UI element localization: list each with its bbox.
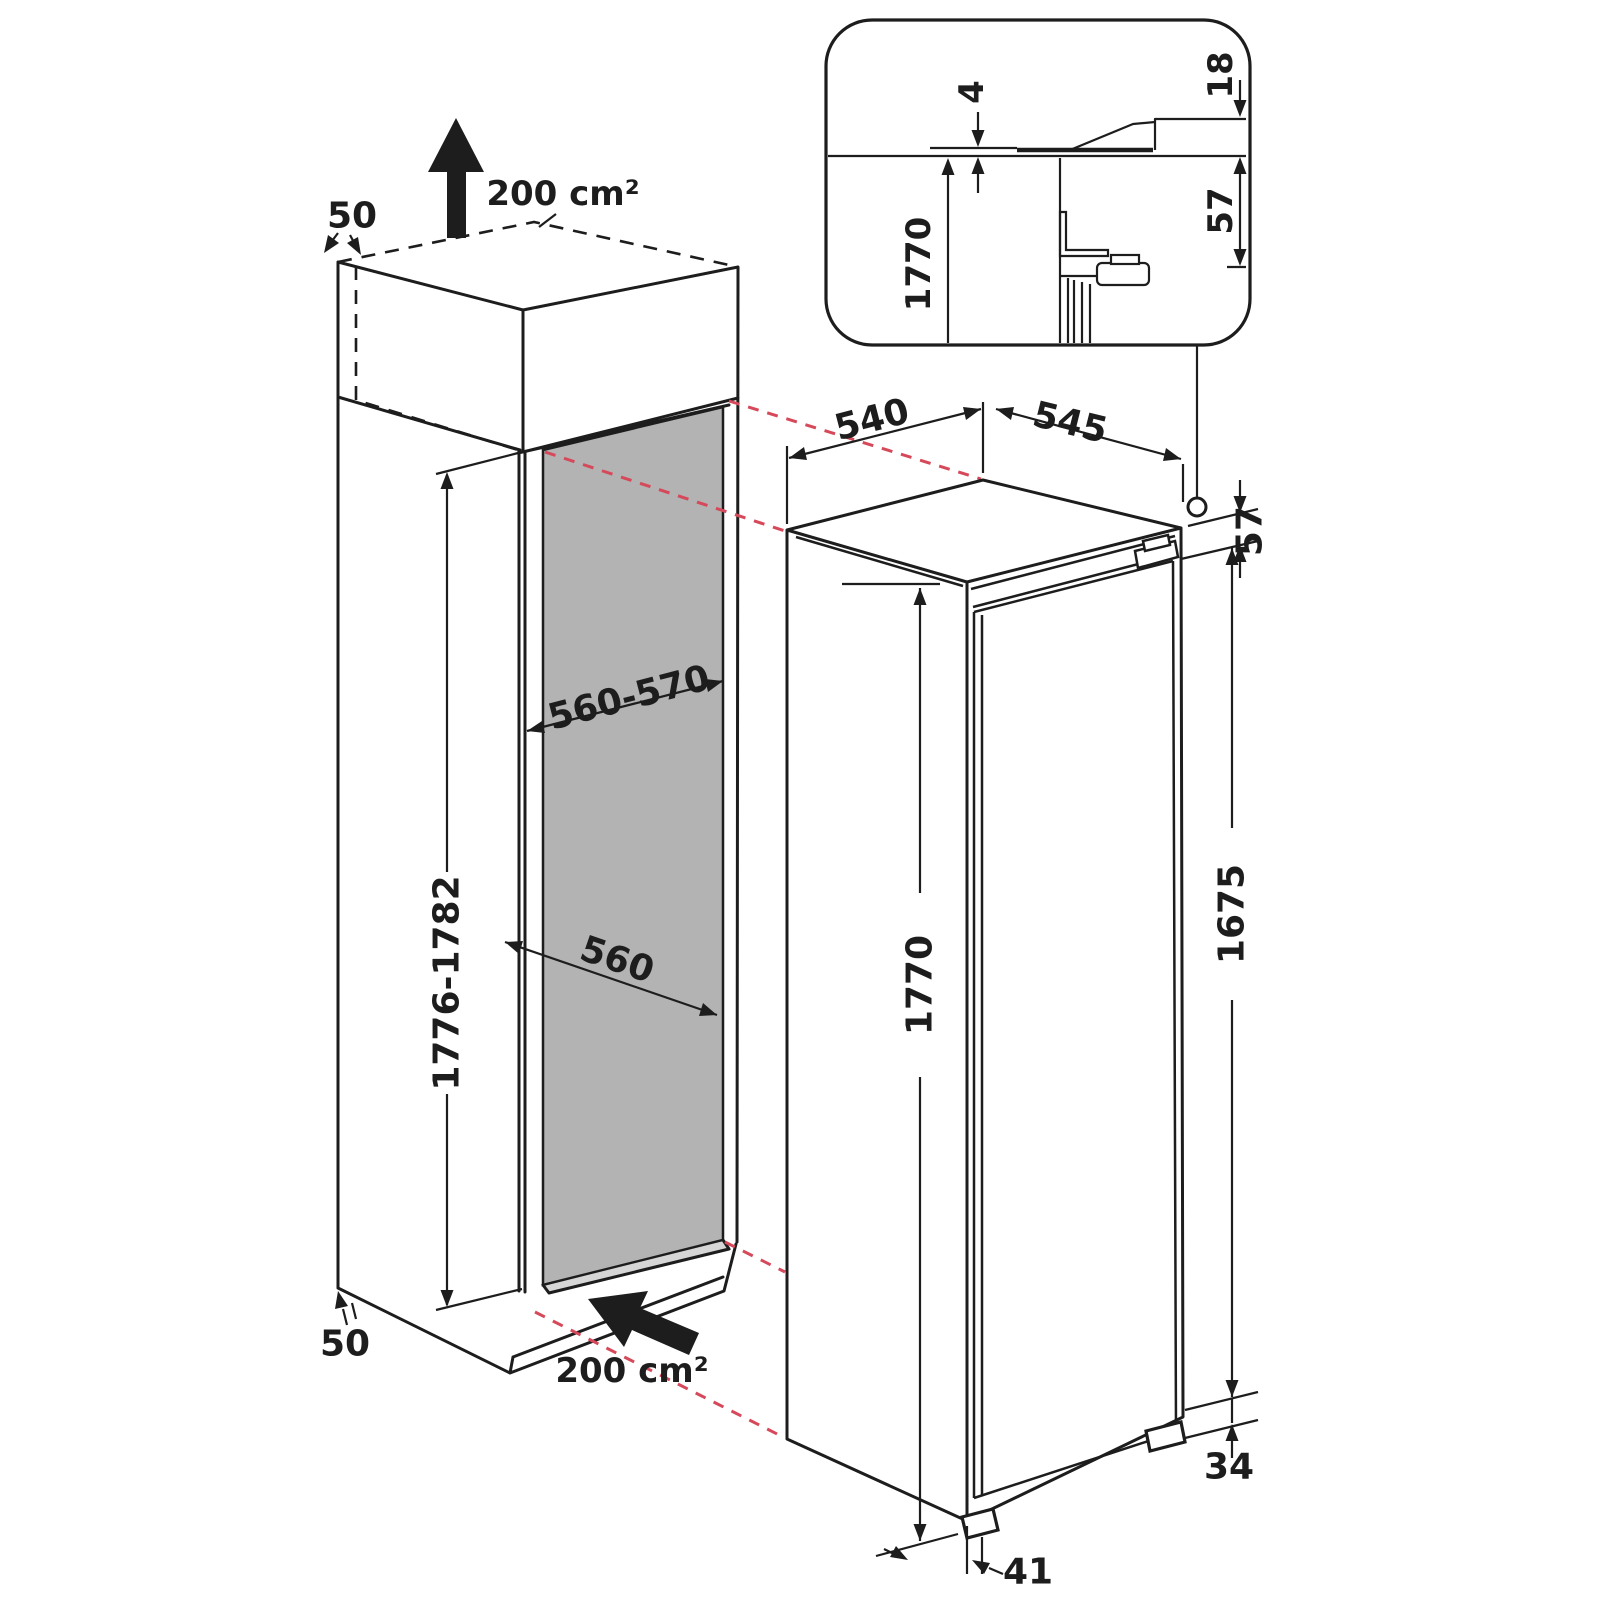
dim-label-base-gap: 50: [320, 1324, 370, 1365]
dim-top-recess: 57: [1180, 480, 1271, 578]
up-arrow-icon: [428, 118, 484, 238]
dim-lines: [504, 940, 718, 1017]
dim-appliance-height: 1770: [842, 582, 959, 1558]
dim-label-door-height: 1675: [1212, 864, 1253, 964]
vent-leader-tick: [538, 213, 557, 228]
dim-foot-offset: 41: [883, 1526, 1053, 1593]
dim-label-door-gap: 4: [952, 80, 992, 104]
dim-lines: [842, 582, 959, 1558]
dim-lines: [1184, 1390, 1259, 1458]
dim-inset-height: 1770: [899, 158, 955, 343]
dim-label-top-overlap: 18: [1201, 51, 1241, 98]
base-vent-label: 200 cm²: [555, 1351, 708, 1391]
arrowheads: [971, 130, 985, 174]
fridge-door-outline: [972, 553, 1178, 1500]
top-vent: 200 cm²: [428, 118, 640, 238]
inset-compressor-tab: [1109, 253, 1141, 266]
dim-lines: [526, 679, 724, 733]
dim-inset-hinge-clearance: 57: [1201, 172, 1247, 266]
arrowheads: [1233, 100, 1247, 174]
projection-lines: [534, 399, 982, 1440]
dim-lines: [1180, 480, 1259, 578]
dim-appliance-width: 545: [995, 394, 1185, 502]
dim-label-top-recess: 57: [1230, 506, 1271, 556]
inset-compressor-block: [1095, 261, 1151, 287]
vent-arrow-icon: [588, 1291, 699, 1355]
arrowheads: [1233, 496, 1247, 562]
cabinet-hidden-edges: [337, 220, 739, 452]
fridge-front-face: [967, 528, 1183, 1521]
leader-point-circle: [1186, 496, 1208, 518]
arrowheads: [1225, 1424, 1239, 1441]
detail-leader: [1186, 345, 1208, 518]
dim-foot-height: 34: [1184, 1390, 1259, 1488]
fridge-front-foot: [960, 1507, 1000, 1540]
arrowheads: [890, 1546, 990, 1574]
cabinet-front-strip-face: [338, 262, 523, 452]
arrowheads: [324, 235, 361, 255]
dim-lines: [435, 450, 523, 1312]
dim-niche-height: 1776-1782: [427, 450, 523, 1312]
dim-lines: [883, 1526, 1004, 1576]
dim-lines: [995, 407, 1185, 502]
fridge-outline: [785, 478, 1185, 1523]
dim-lines: [785, 402, 985, 524]
dim-label-foot-offset: 41: [1003, 1552, 1053, 1593]
fridge-top-rim-lines: [795, 534, 1176, 591]
dim-top-gap: 50: [324, 196, 377, 255]
dim-lines: [341, 1302, 358, 1326]
refrigerator: [785, 478, 1187, 1540]
housing-cabinet: [336, 220, 740, 1375]
dim-label-foot-height: 34: [1204, 1447, 1254, 1488]
dim-label-width: 545: [1029, 394, 1112, 452]
dim-label-hinge-clearance: 57: [1201, 187, 1241, 234]
fridge-right-foot: [1144, 1420, 1187, 1453]
dim-label-depth: 540: [830, 391, 913, 450]
inset-mounting-bracket: [1058, 210, 1110, 258]
niche-back-panel: [541, 405, 725, 1287]
dim-inset-door-gap: 4: [952, 80, 992, 193]
dim-base-gap: 50: [320, 1291, 370, 1365]
base-vent: 200 cm²: [555, 1291, 709, 1391]
dim-door-height: 1675: [1212, 548, 1253, 1397]
dim-label-top-gap: 50: [327, 196, 377, 237]
dim-label-inset-height: 1770: [899, 217, 939, 312]
dim-label-height: 1770: [900, 935, 941, 1035]
detail-inset: 4 18 57 1770: [824, 18, 1252, 347]
arrowheads: [335, 1291, 348, 1309]
dim-label-niche-height: 1776-1782: [427, 875, 468, 1090]
arrowheads: [1233, 249, 1247, 266]
cabinet-top-box-face: [338, 222, 738, 310]
door-hinge-tab: [1141, 533, 1172, 553]
top-vent-label: 200 cm²: [486, 174, 639, 214]
dim-inset-top-overlap: 18: [1201, 51, 1247, 174]
arrowheads: [941, 158, 955, 175]
inset-border: [824, 18, 1252, 347]
fridge-side-face: [787, 530, 967, 1521]
